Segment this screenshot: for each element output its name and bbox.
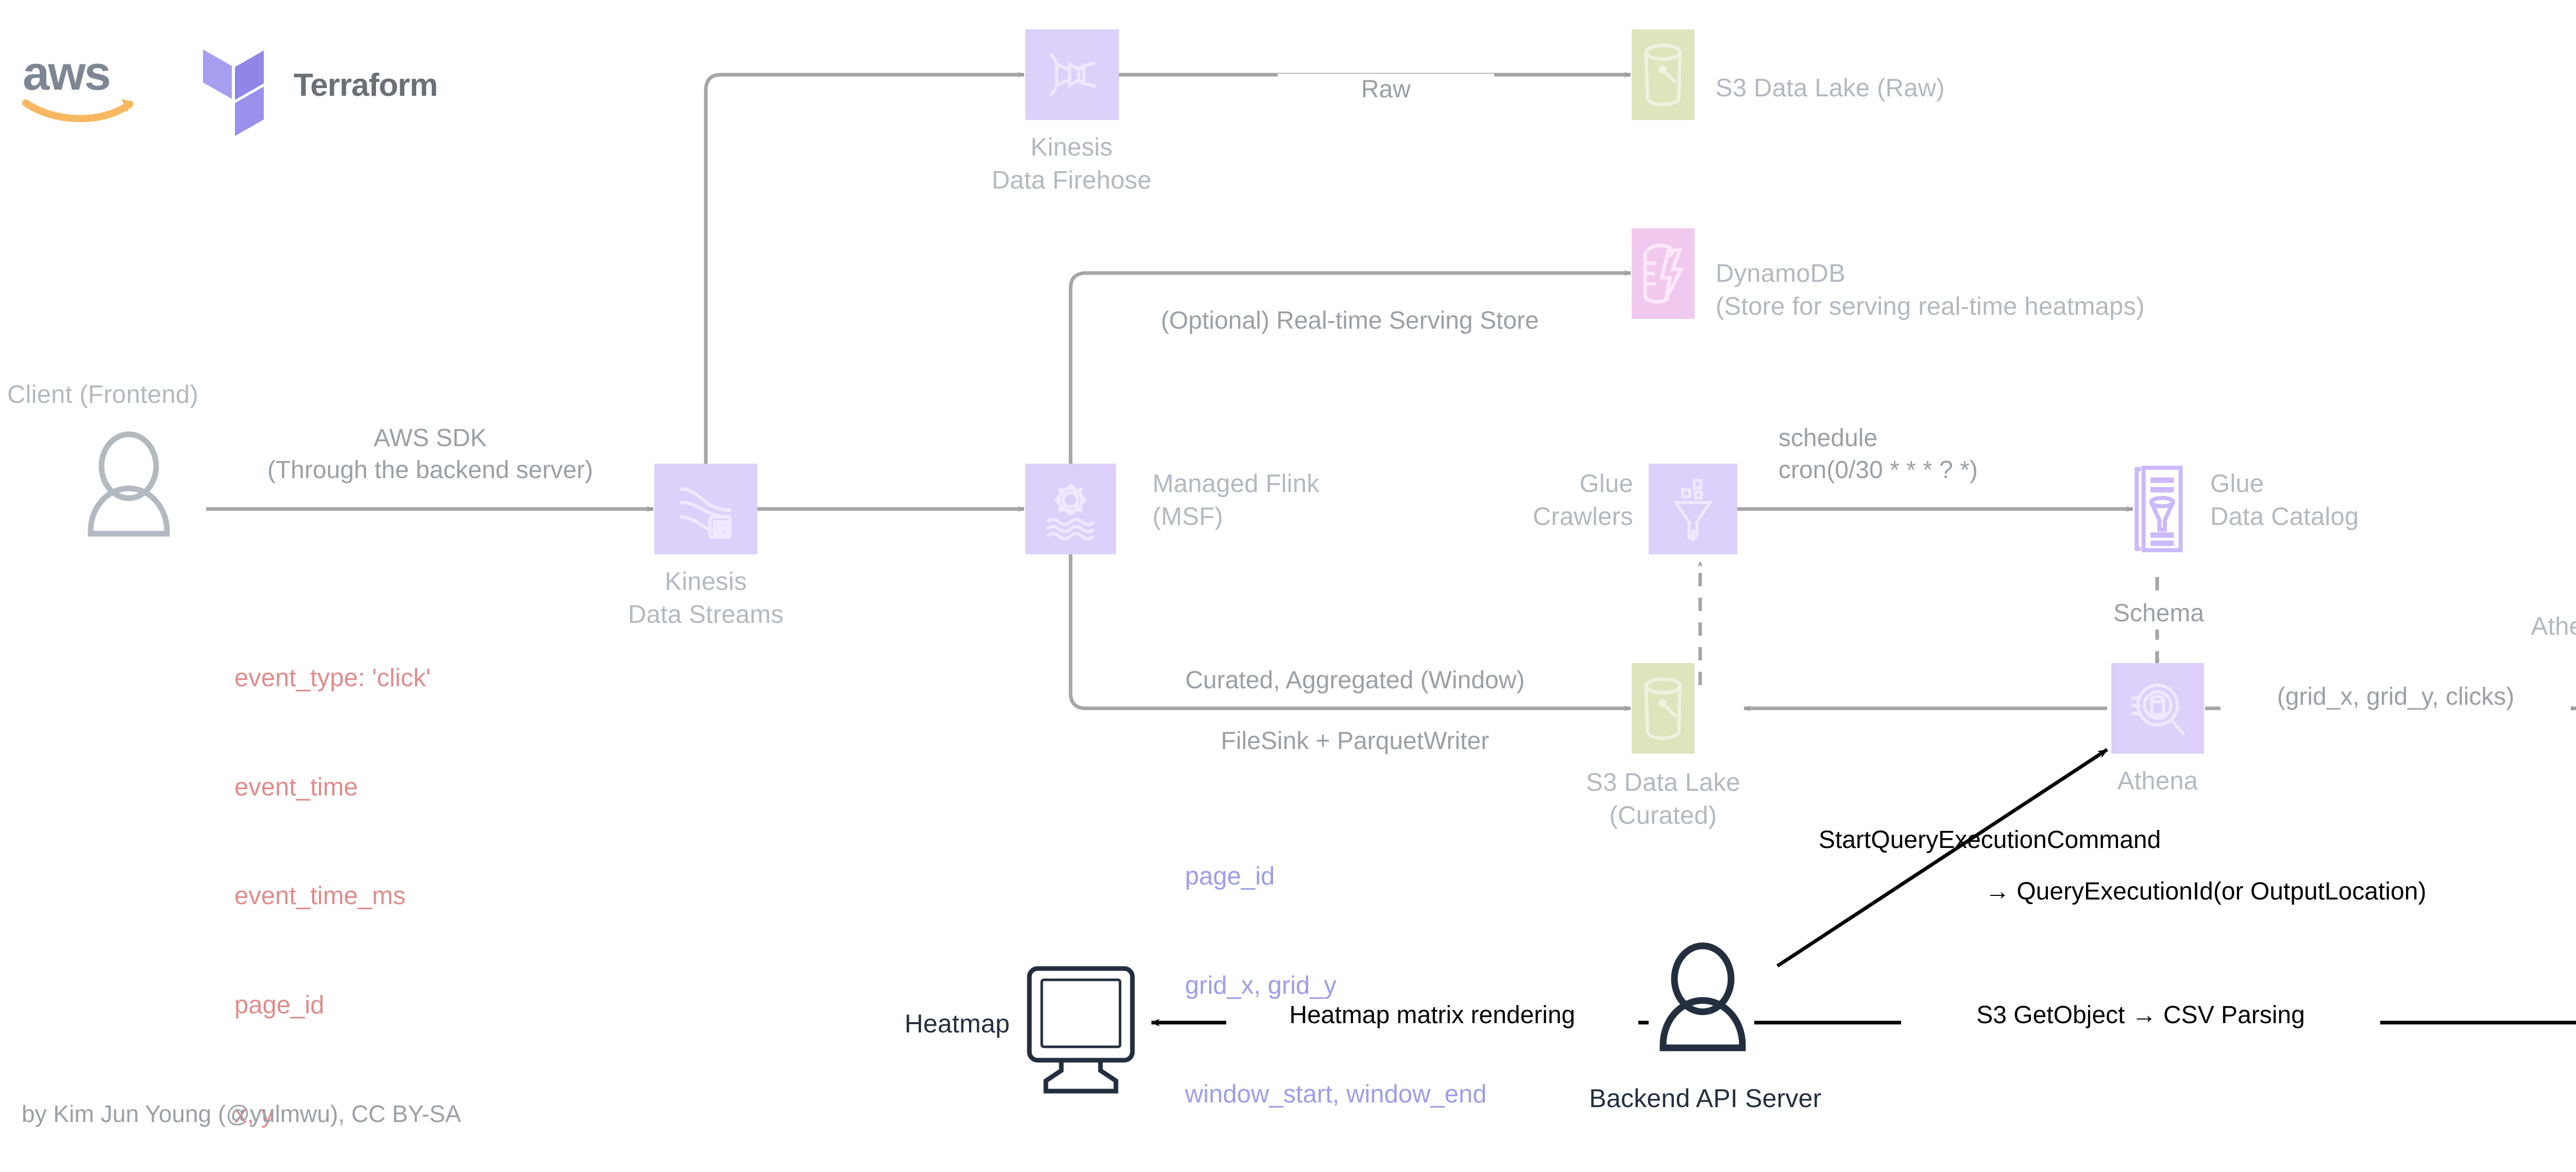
footer-attribution: by Kim Jun Young (@yulmwu), CC BY-SA [22,1100,461,1127]
label-managed-flink: Managed Flink (MSF) [1153,470,1319,531]
label-backend-api-server: Backend API Server [1589,1084,1822,1113]
aws-logo: aws [21,45,144,123]
event-field: x, y [234,1100,274,1128]
dynamodb-icon [1632,228,1694,319]
label-s3-data-lake-raw: S3 Data Lake (Raw) [1716,74,1945,102]
label-client: Client (Frontend) [7,381,198,409]
caption-filesink-parquetwriter: FileSink + ParquetWriter [1221,727,1489,755]
athena-icon [2111,663,2204,754]
label-athena-results: Athena Results [2531,613,2576,640]
event-fields-list: event_type: 'click' event_time event_tim… [234,587,592,1172]
curated-field: grid_x, grid_y [1185,971,1337,999]
label-heatmap: Heatmap [904,1009,1010,1038]
s3-bucket-icon [1632,29,1694,120]
event-field: event_time [234,773,358,801]
caption-start-query-execution: StartQueryExecutionCommand [1819,826,2161,854]
label-dynamodb: DynamoDB (Store for serving real-time he… [1716,260,2145,320]
caption-query-execution-id: → QueryExecutionId(or OutputLocation) [1985,878,2427,905]
caption-catalog-to-athena: Schema [2071,598,2246,630]
kinesis-data-streams-icon [654,464,757,554]
label-glue-data-catalog: Glue Data Catalog [2210,470,2359,531]
terraform-wordmark: Terraform [294,67,438,103]
curated-fields-list: page_id grid_x, grid_y window_start, win… [1185,786,1487,1172]
curated-field: window_start, window_end [1185,1080,1487,1109]
glue-data-catalog-icon [2134,464,2183,554]
svg-text:aws: aws [23,46,110,100]
caption-firehose-to-s3raw: Raw [1278,74,1494,106]
label-s3-data-lake-curated: S3 Data Lake (Curated) [1586,769,1740,829]
s3-bucket-icon [1632,663,1694,754]
event-field: page_id [234,991,325,1020]
caption-athena-to-results: (grid_x, grid_y, clicks) [2221,681,2571,714]
kinesis-data-firehose-icon [1025,29,1119,120]
caption-flink-to-curated-window: Curated, Aggregated (Window) [1185,667,1525,694]
label-glue-crawlers: Glue Crawlers [1533,470,1633,531]
terraform-logo [201,46,283,136]
caption-client-to-streams: AWS SDK (Through the backend server) [267,424,594,484]
event-field: event_time_ms [234,882,406,910]
caption-heatmap-matrix-rendering: Heatmap matrix rendering [1226,999,1638,1032]
label-athena: Athena [2117,767,2198,795]
curated-field: page_id [1185,862,1275,891]
caption-s3-getobject-csv: S3 GetObject → CSV Parsing [1901,999,2380,1032]
event-field: event_type: 'click' [234,664,431,692]
monitor-icon [1027,966,1135,1094]
caption-crawler-schedule: schedule cron(0/30 * * * ? *) [1778,424,1978,484]
label-kinesis-data-streams: Kinesis Data Streams [628,568,784,629]
user-icon [88,431,170,537]
managed-flink-icon [1025,464,1116,554]
glue-crawler-icon [1649,464,1737,554]
user-icon [1659,942,1746,1051]
caption-flink-to-dynamodb: (Optional) Real-time Serving Store [1161,307,1539,334]
label-kinesis-data-firehose: Kinesis Data Firehose [991,133,1152,194]
